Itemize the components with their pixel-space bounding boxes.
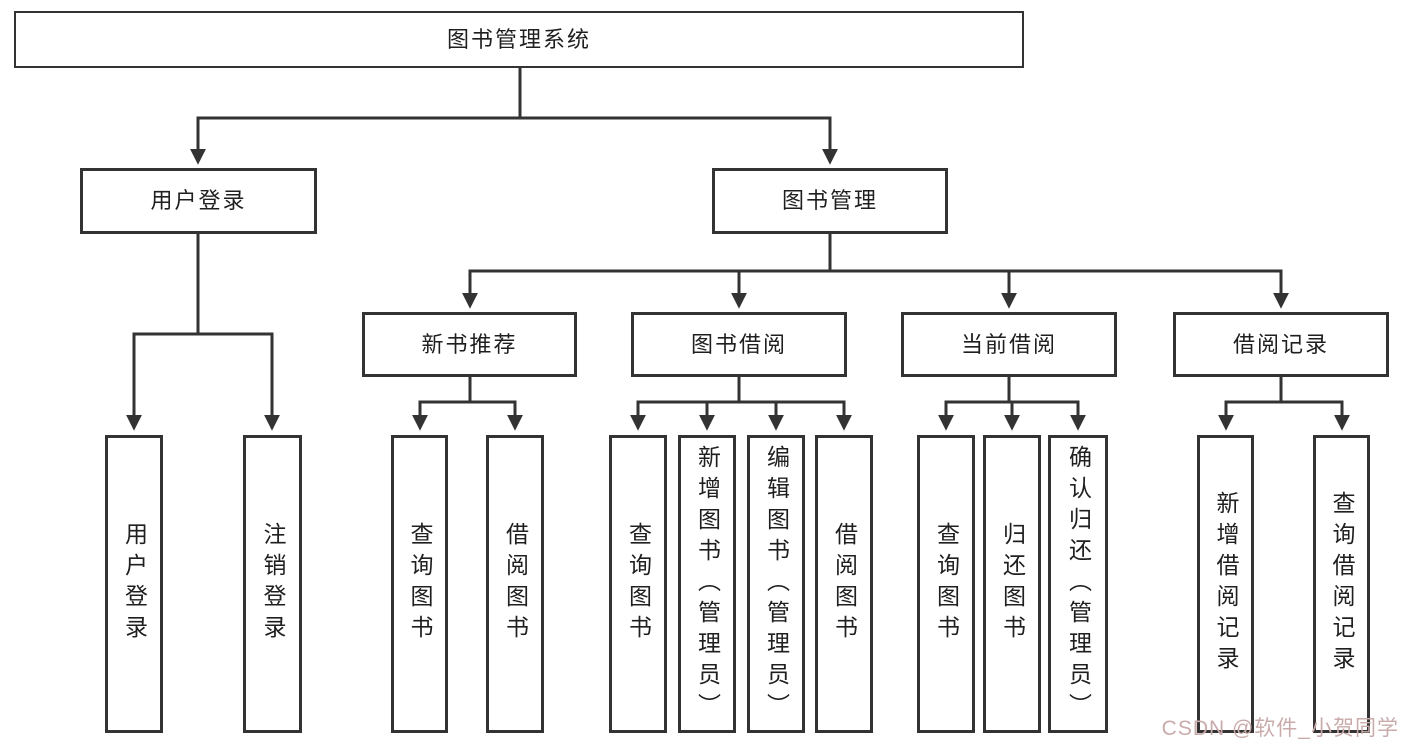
node-label: 图书借阅 <box>690 331 787 357</box>
node-label: 用户登录 <box>121 522 148 646</box>
node-book-borrow: 图书借阅 <box>631 312 847 377</box>
connector-book-borrow <box>630 375 852 431</box>
connector-new-book-recommend <box>412 375 523 431</box>
node-label: 用户登录 <box>150 188 247 213</box>
connector-current-borrow <box>938 375 1086 431</box>
leaf-borrow-books: 借阅图书 <box>815 435 873 733</box>
node-label: 借阅图书 <box>831 522 858 646</box>
node-label: 新增图书（管理员） <box>694 444 721 724</box>
node-label: 新书推荐 <box>421 331 518 357</box>
leaf-query-books-current: 查询图书 <box>917 435 975 733</box>
leaf-user-login: 用户登录 <box>105 435 163 733</box>
leaf-add-borrow-record: 新增借阅记录 <box>1197 435 1254 733</box>
leaf-edit-books-admin: 编辑图书（管理员） <box>747 435 805 733</box>
node-label: 新增借阅记录 <box>1213 491 1239 677</box>
node-label: 借阅图书 <box>502 522 529 646</box>
connector-root <box>190 66 838 165</box>
node-label: 查询图书 <box>625 522 652 646</box>
node-label: 注销登录 <box>260 522 286 646</box>
node-label: 查询借阅记录 <box>1329 491 1355 677</box>
node-label: 图书管理系统 <box>446 26 591 52</box>
node-label: 确认归还（管理员） <box>1065 444 1092 724</box>
leaf-logout: 注销登录 <box>243 435 302 733</box>
csdn-watermark: CSDN @软件_小贺同学 <box>1161 717 1399 740</box>
leaf-query-borrow-record: 查询借阅记录 <box>1313 435 1370 733</box>
node-label: 图书管理 <box>781 188 878 213</box>
connector-borrow-records <box>1218 375 1350 431</box>
node-book-management: 图书管理 <box>712 168 948 234</box>
node-library-management-system: 图书管理系统 <box>14 11 1024 68</box>
node-user-login: 用户登录 <box>80 168 317 234</box>
node-label: 查询图书 <box>407 522 433 646</box>
leaf-confirm-return-admin: 确认归还（管理员） <box>1048 435 1108 733</box>
leaf-query-books-recommend: 查询图书 <box>391 435 448 733</box>
connector-user-login <box>126 232 280 431</box>
connector-book-management <box>462 232 1289 309</box>
node-label: 借阅记录 <box>1232 331 1329 357</box>
node-label: 查询图书 <box>933 522 960 646</box>
leaf-query-books-borrow: 查询图书 <box>609 435 667 733</box>
leaf-borrow-books-recommend: 借阅图书 <box>486 435 544 733</box>
node-current-borrow: 当前借阅 <box>901 312 1117 377</box>
leaf-return-books: 归还图书 <box>983 435 1041 733</box>
node-label: 归还图书 <box>999 522 1026 646</box>
node-label: 当前借阅 <box>960 331 1057 357</box>
node-label: 编辑图书（管理员） <box>763 444 790 724</box>
node-new-book-recommend: 新书推荐 <box>362 312 577 377</box>
node-borrow-records: 借阅记录 <box>1173 312 1389 377</box>
leaf-add-books-admin: 新增图书（管理员） <box>678 435 736 733</box>
